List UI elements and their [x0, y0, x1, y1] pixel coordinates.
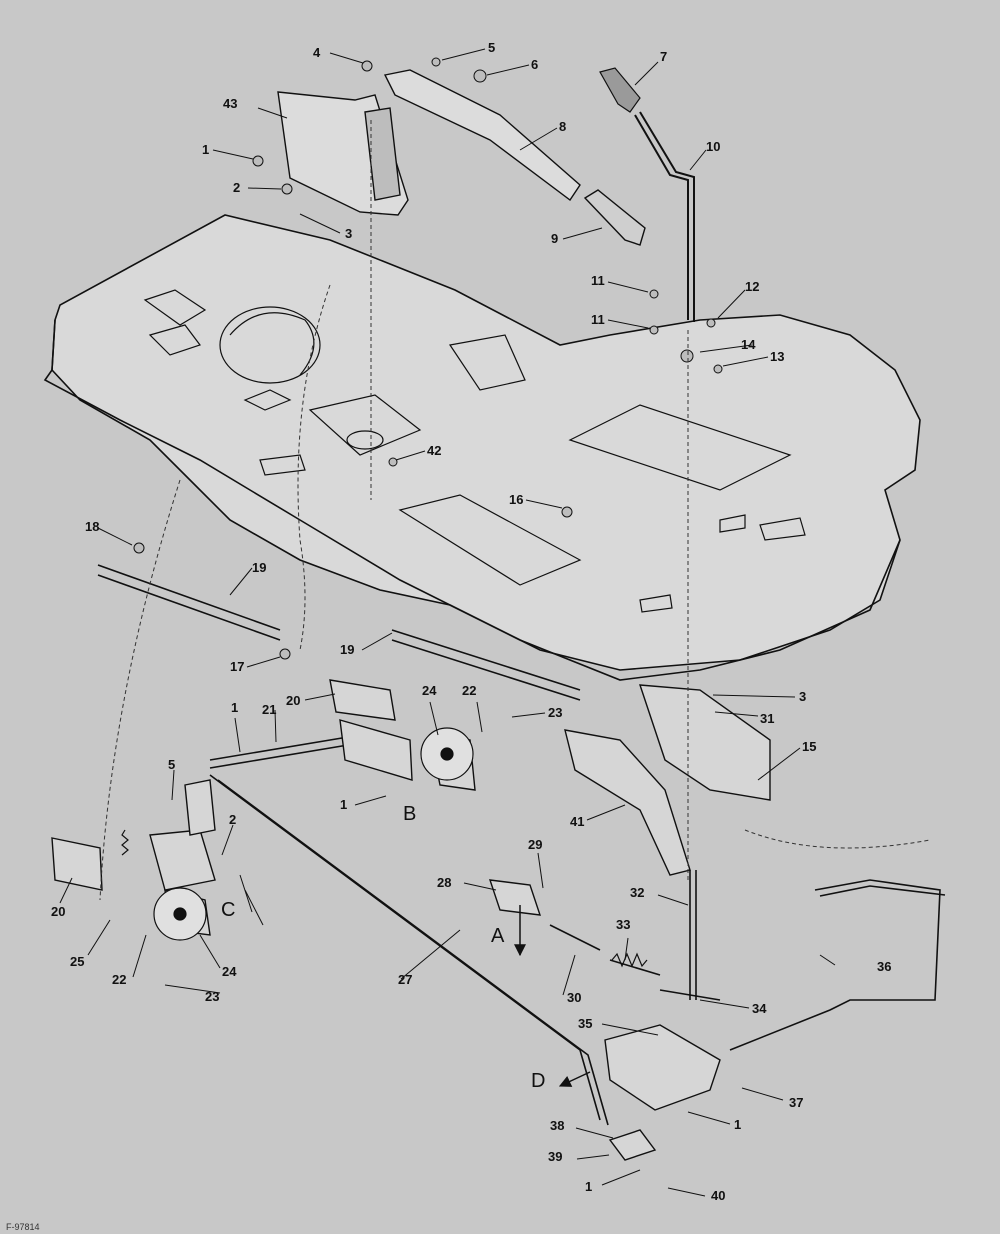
callout-label: 3	[799, 689, 807, 704]
pedal-pad-9	[583, 189, 646, 246]
callout-label: 35	[578, 1016, 593, 1031]
rods-right	[549, 870, 946, 1051]
callout-label: 38	[550, 1118, 565, 1133]
callout-label: 29	[528, 837, 543, 852]
callout-label: 19	[252, 560, 267, 575]
callout-label: 4	[313, 45, 321, 60]
callout-label: 17	[230, 659, 245, 674]
brackets-right	[488, 684, 771, 1161]
callout-label: 11	[591, 273, 605, 288]
callout-label: 12	[745, 279, 760, 294]
callout-label: 23	[548, 705, 563, 720]
leader-lines	[59, 48, 836, 1197]
callout-label: 15	[802, 739, 817, 754]
bolts-upper	[133, 57, 723, 660]
callout-label: 1	[202, 142, 210, 157]
callout-label: 37	[789, 1095, 804, 1110]
callout-label: 1	[231, 700, 239, 715]
callout-label: 16	[509, 492, 524, 507]
callout-label: 22	[462, 683, 477, 698]
callout-label: 20	[51, 904, 66, 919]
callout-label: 22	[112, 972, 127, 987]
callout-label: 3	[345, 226, 353, 241]
dashed-guides	[99, 120, 931, 901]
lever-10	[634, 111, 695, 322]
callout-label: 14	[741, 337, 756, 352]
frame	[43, 214, 921, 681]
callout-label: 25	[70, 954, 85, 969]
springs	[121, 829, 648, 968]
frame-cutouts	[143, 289, 806, 613]
rods-left	[97, 564, 609, 1126]
callout-label: 43	[223, 96, 238, 111]
knob-7	[599, 67, 641, 113]
callout-label: 32	[630, 885, 645, 900]
callout-label: 8	[559, 119, 567, 134]
callout-label: 5	[168, 757, 176, 772]
callout-label: 20	[286, 693, 301, 708]
view-letter-d: D	[531, 1070, 546, 1092]
callout-label: 23	[205, 989, 220, 1004]
view-letter-b: B	[403, 803, 417, 825]
callout-label: 2	[229, 812, 237, 827]
callout-label: 11	[591, 312, 605, 327]
callout-label: 34	[752, 1001, 767, 1016]
callout-label: 13	[770, 349, 785, 364]
callout-label: 27	[398, 972, 413, 987]
figure-id: F-97814	[6, 1222, 40, 1232]
callout-label: 39	[548, 1149, 563, 1164]
callout-label: 10	[706, 139, 721, 154]
callout-label: 1	[340, 797, 348, 812]
callout-label: 41	[570, 814, 585, 829]
callout-label: 36	[877, 959, 892, 974]
callout-label: 19	[340, 642, 355, 657]
seat-plate-43	[277, 91, 409, 216]
callout-label: 6	[531, 57, 539, 72]
callout-label: 24	[422, 683, 437, 698]
callout-label: 40	[711, 1188, 726, 1203]
view-arrows	[514, 905, 591, 1087]
callout-label: 9	[551, 231, 559, 246]
pedal-arm-8	[383, 69, 581, 202]
callout-label: 31	[760, 711, 775, 726]
callout-label: 7	[660, 49, 668, 64]
callout-label: 28	[437, 875, 452, 890]
callout-label: 30	[567, 990, 582, 1005]
callout-label: 24	[222, 964, 237, 979]
callout-label: 1	[585, 1179, 593, 1194]
view-letter-a: A	[491, 925, 505, 947]
callout-label: 21	[262, 702, 277, 717]
callout-label: 42	[427, 443, 442, 458]
callout-label: 33	[616, 917, 631, 932]
callout-label: 1	[734, 1117, 742, 1132]
callout-label: 2	[233, 180, 241, 195]
view-letter-c: C	[221, 899, 236, 921]
callout-label: 5	[488, 40, 496, 55]
discs	[153, 727, 474, 941]
callout-label: 18	[85, 519, 100, 534]
